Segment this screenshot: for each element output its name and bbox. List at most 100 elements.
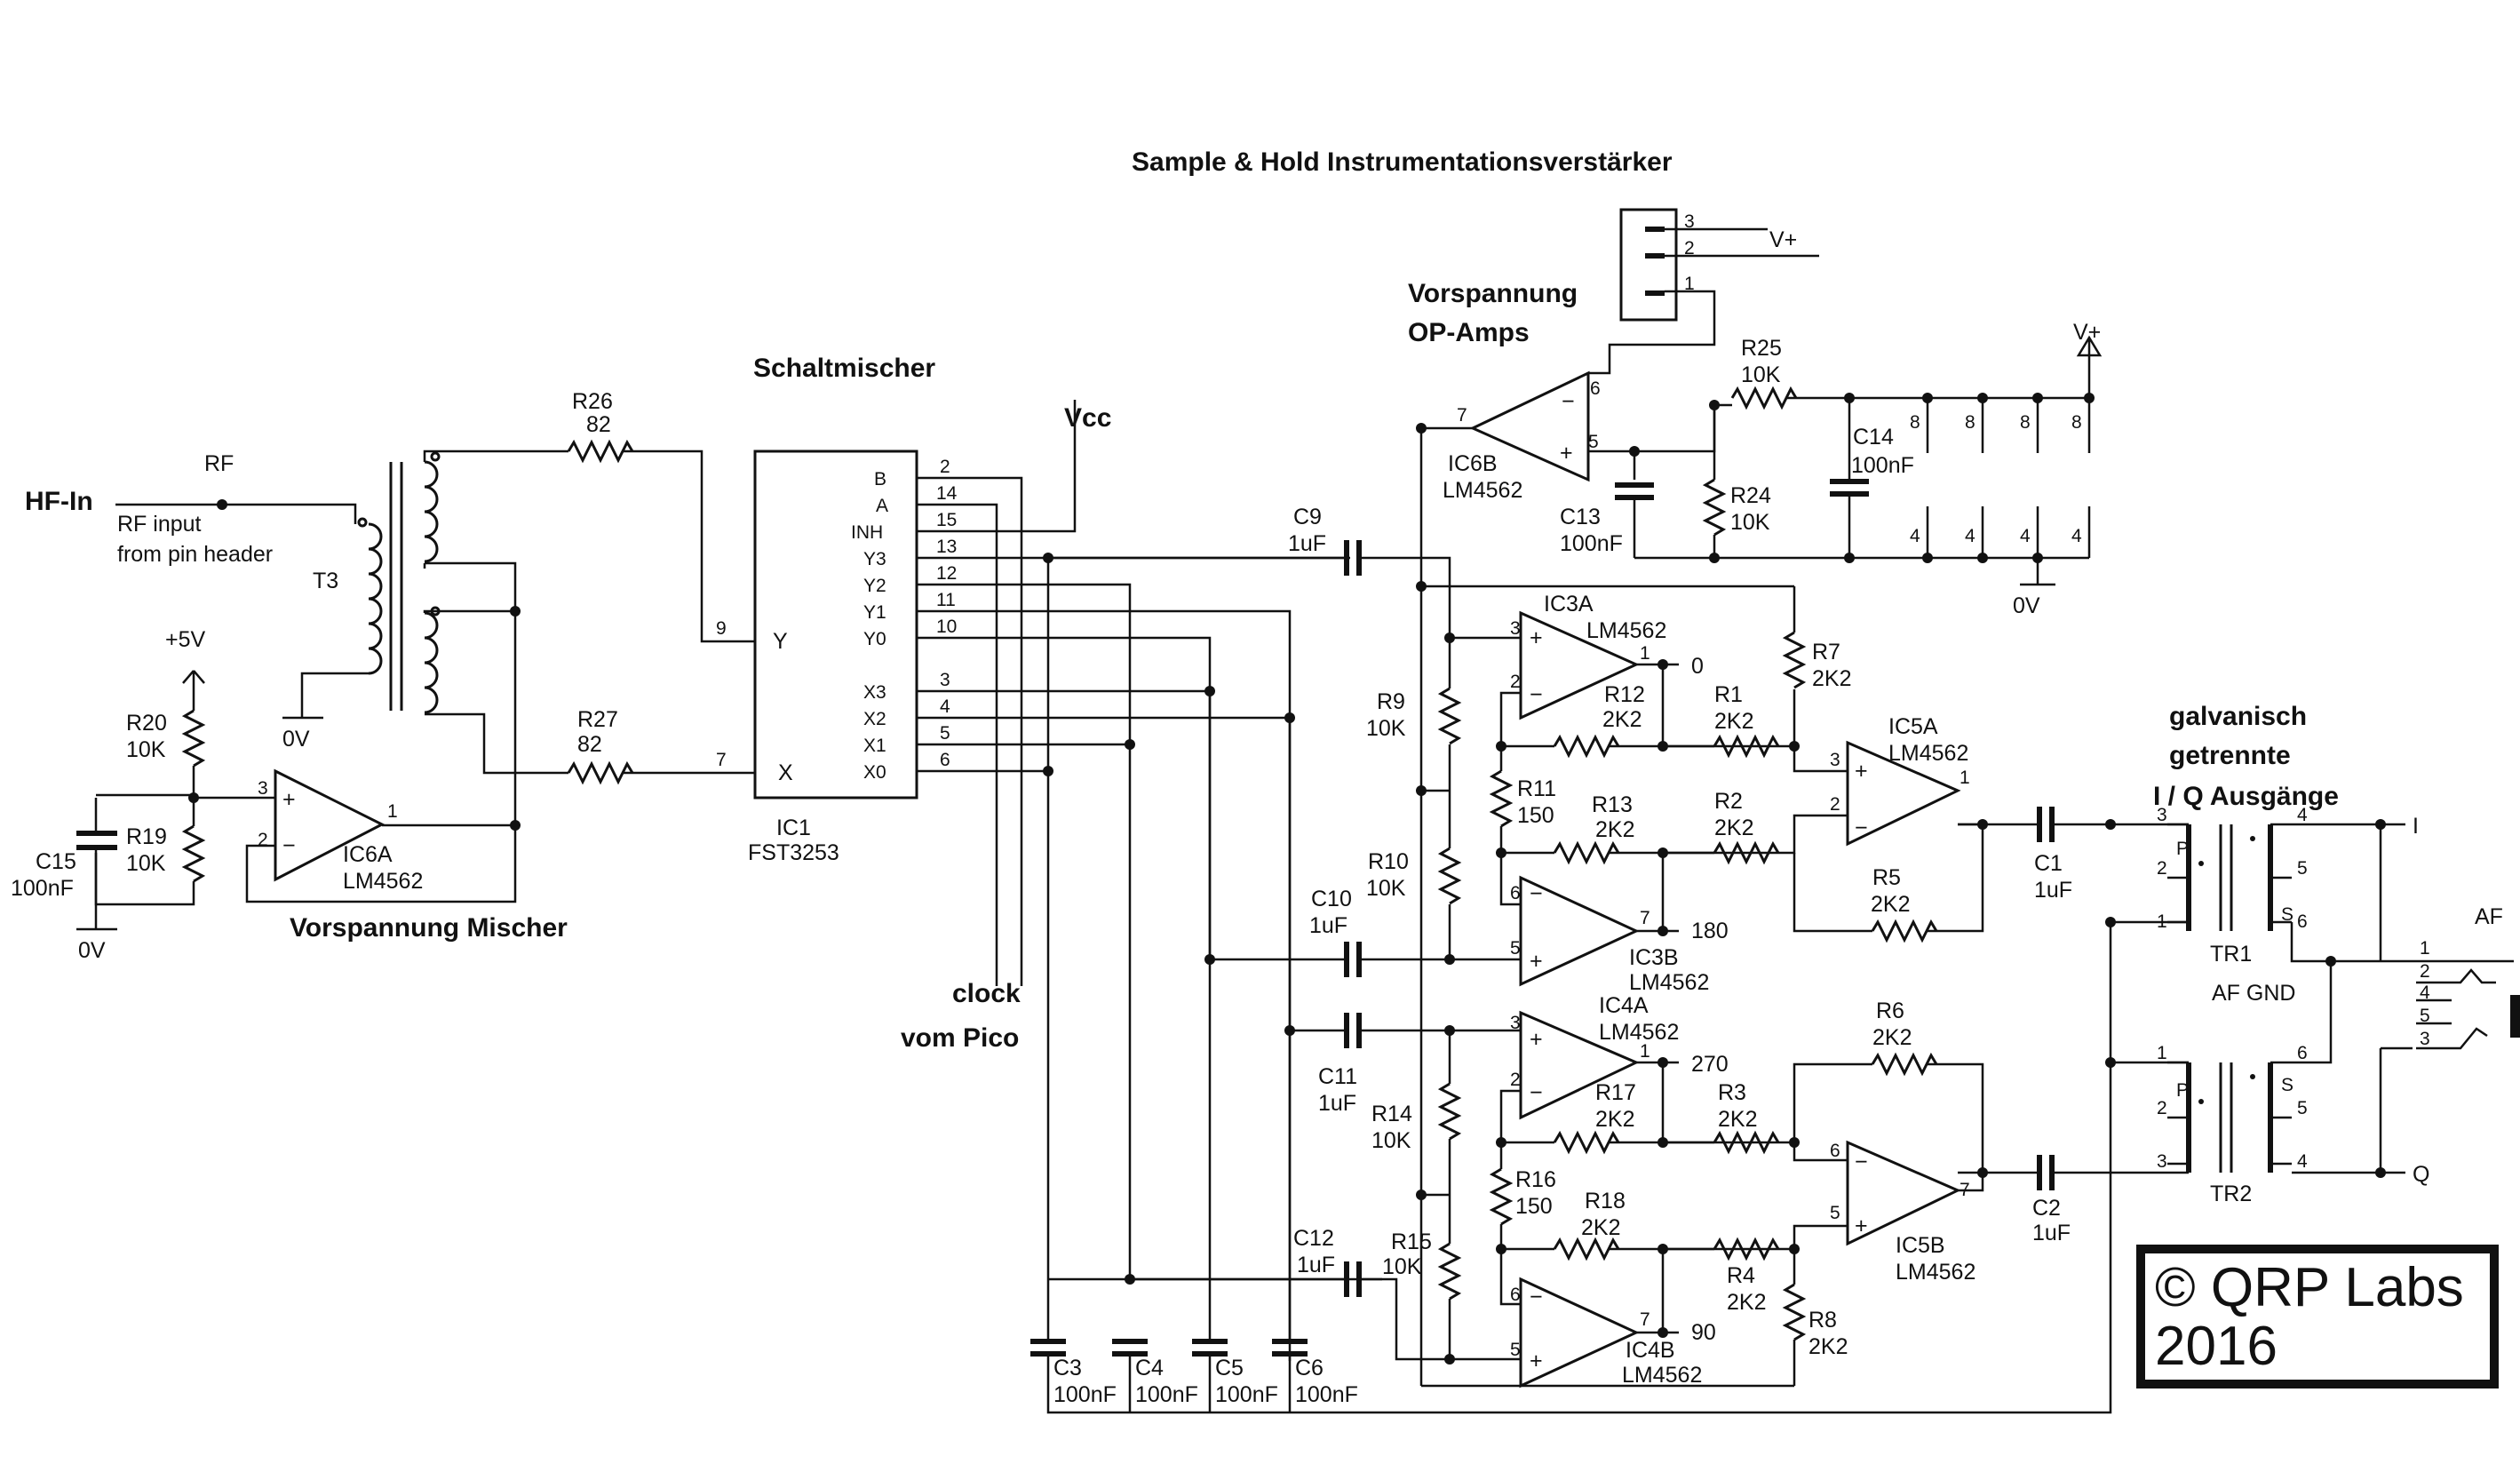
audio-jack [2416, 959, 2520, 1050]
ic1-pin-name-x3: X3 [863, 682, 886, 703]
ic4a-minus-sign: − [1530, 1080, 1543, 1105]
node-ct [510, 606, 521, 617]
transformer-tr2 [2167, 1061, 2292, 1173]
wire-r6 [1793, 1062, 1984, 1192]
jack-pin-2: 2 [2420, 961, 2430, 982]
resistor-r7 [1782, 631, 1807, 689]
capacitor-c3-c6 [1030, 1339, 1368, 1414]
label-c2: C2 [2032, 1196, 2061, 1221]
resistor-r10 [1437, 847, 1462, 905]
wire-ic4a [1499, 1061, 1679, 1142]
ic1-pin-name-y3: Y3 [863, 549, 886, 569]
wire-t3-gnd [300, 672, 369, 718]
ic4a-plus-sign: + [1530, 1027, 1543, 1052]
label-r4-value: 2K2 [1727, 1290, 1766, 1315]
label-c6: C6 [1295, 1356, 1324, 1380]
label-r8-value: 2K2 [1809, 1334, 1848, 1359]
label-plus5v: +5V [165, 627, 206, 652]
label-r3: R3 [1718, 1080, 1746, 1105]
ic1-body [753, 450, 918, 800]
ic1-right-pins: B A INH Y3 Y2 Y1 Y0 X3 X2 X1 X0 2 14 15 … [851, 457, 958, 783]
resistor-r16 [1489, 1167, 1514, 1226]
tr2-pin-2: 2 [2157, 1098, 2167, 1118]
capacitor-c15 [76, 831, 117, 850]
node-ic4b-out [1657, 1327, 1668, 1338]
tr2-p: P [2176, 1080, 2189, 1101]
ic1-pin-name-x0: X0 [863, 762, 886, 783]
ic5b-minus-sign: − [1855, 1150, 1868, 1174]
label-r16: R16 [1515, 1167, 1556, 1192]
conn-pin-1: 1 [1684, 274, 1695, 294]
opamp-ic5a [1846, 740, 1961, 847]
label-r13: R13 [1592, 792, 1633, 817]
label-c13-value: 100nF [1560, 531, 1623, 556]
ic4a-pin-1: 1 [1640, 1041, 1650, 1062]
tr1-pin-3: 3 [2157, 805, 2167, 825]
pwr-pin-4d: 4 [2071, 526, 2082, 546]
tr1-pin-2: 2 [2157, 858, 2167, 879]
node-bias-c [1416, 1190, 1427, 1200]
ic3b-pin-6: 6 [1510, 883, 1521, 903]
label-ic5b-value: LM4562 [1896, 1260, 1975, 1285]
ic1-pin-name-y: Y [773, 629, 788, 654]
label-ic5a-value: LM4562 [1888, 741, 1968, 766]
node-r16-top [1496, 1137, 1506, 1148]
ic5a-minus-sign: − [1855, 816, 1868, 840]
wire-divider [94, 793, 263, 906]
node-ic4a-in [1444, 1025, 1455, 1036]
resistor-r26 [567, 439, 634, 464]
ic1-pin-num-7: 7 [716, 750, 727, 770]
label-c3-value: 100nF [1053, 1382, 1117, 1407]
resistor-r24 [1702, 478, 1727, 537]
wire-c12-out [1359, 1277, 1521, 1361]
label-ic1: IC1 [776, 816, 811, 840]
ic3a-pin-1: 1 [1640, 643, 1650, 664]
label-rf-desc-1: RF input [117, 512, 202, 537]
gnd-opamps [2020, 558, 2055, 586]
opamp-power-pins [1922, 393, 2095, 563]
label-ic3b-value: LM4562 [1629, 970, 1709, 995]
label-r1-value: 2K2 [1714, 709, 1753, 734]
ic1-pin-num-14: 14 [936, 483, 958, 504]
label-r12-value: 2K2 [1602, 707, 1642, 732]
label-ic1-value: FST3253 [748, 840, 839, 865]
node-ic5b-out [1977, 1167, 1988, 1178]
label-c13: C13 [1560, 505, 1601, 529]
tr2-pin-5: 5 [2297, 1098, 2308, 1118]
label-c3: C3 [1053, 1356, 1082, 1380]
node-r1 [1657, 741, 1668, 752]
opamp-ic4b [1519, 1277, 1640, 1388]
wire-ic3a [1499, 663, 1679, 746]
label-ic6b: IC6B [1448, 451, 1498, 476]
label-c14-value: 100nF [1851, 453, 1914, 478]
label-c4: C4 [1135, 1356, 1164, 1380]
label-c1: C1 [2034, 851, 2063, 876]
ic6b-minus-sign: − [1562, 389, 1575, 414]
label-c4-value: 100nF [1135, 1382, 1198, 1407]
wire-r26-y [624, 450, 755, 643]
label-r20-value: 10K [126, 737, 166, 762]
label-r6: R6 [1876, 999, 1904, 1023]
ic6a-pin-2: 2 [258, 830, 268, 850]
wire-rf-in [115, 503, 357, 524]
wire-ct-bias [245, 611, 517, 903]
tr2-s: S [2281, 1075, 2293, 1095]
capacitor-c10 [1344, 942, 1362, 977]
wire-r1-r2 [1663, 744, 1824, 855]
node-tr1-in [2105, 819, 2116, 830]
ic1-pin-num-3: 3 [940, 670, 950, 690]
label-r10: R10 [1368, 849, 1409, 874]
ic1-pin-name-x2: X2 [863, 709, 886, 729]
label-output-i: I [2413, 814, 2419, 839]
label-phase-0: 0 [1691, 654, 1704, 679]
label-c15-0v: 0V [78, 938, 106, 963]
ic1-pin-name-y0: Y0 [863, 629, 886, 649]
ic1-pin-num-4: 4 [940, 696, 950, 717]
ic3a-minus-sign: − [1530, 682, 1543, 707]
label-c9: C9 [1293, 505, 1322, 529]
ic1-pin-name-x1: X1 [863, 736, 886, 756]
label-c9-value: 1uF [1288, 531, 1326, 556]
resistor-r13 [1553, 840, 1620, 865]
label-opamps-0v: 0V [2013, 593, 2040, 618]
